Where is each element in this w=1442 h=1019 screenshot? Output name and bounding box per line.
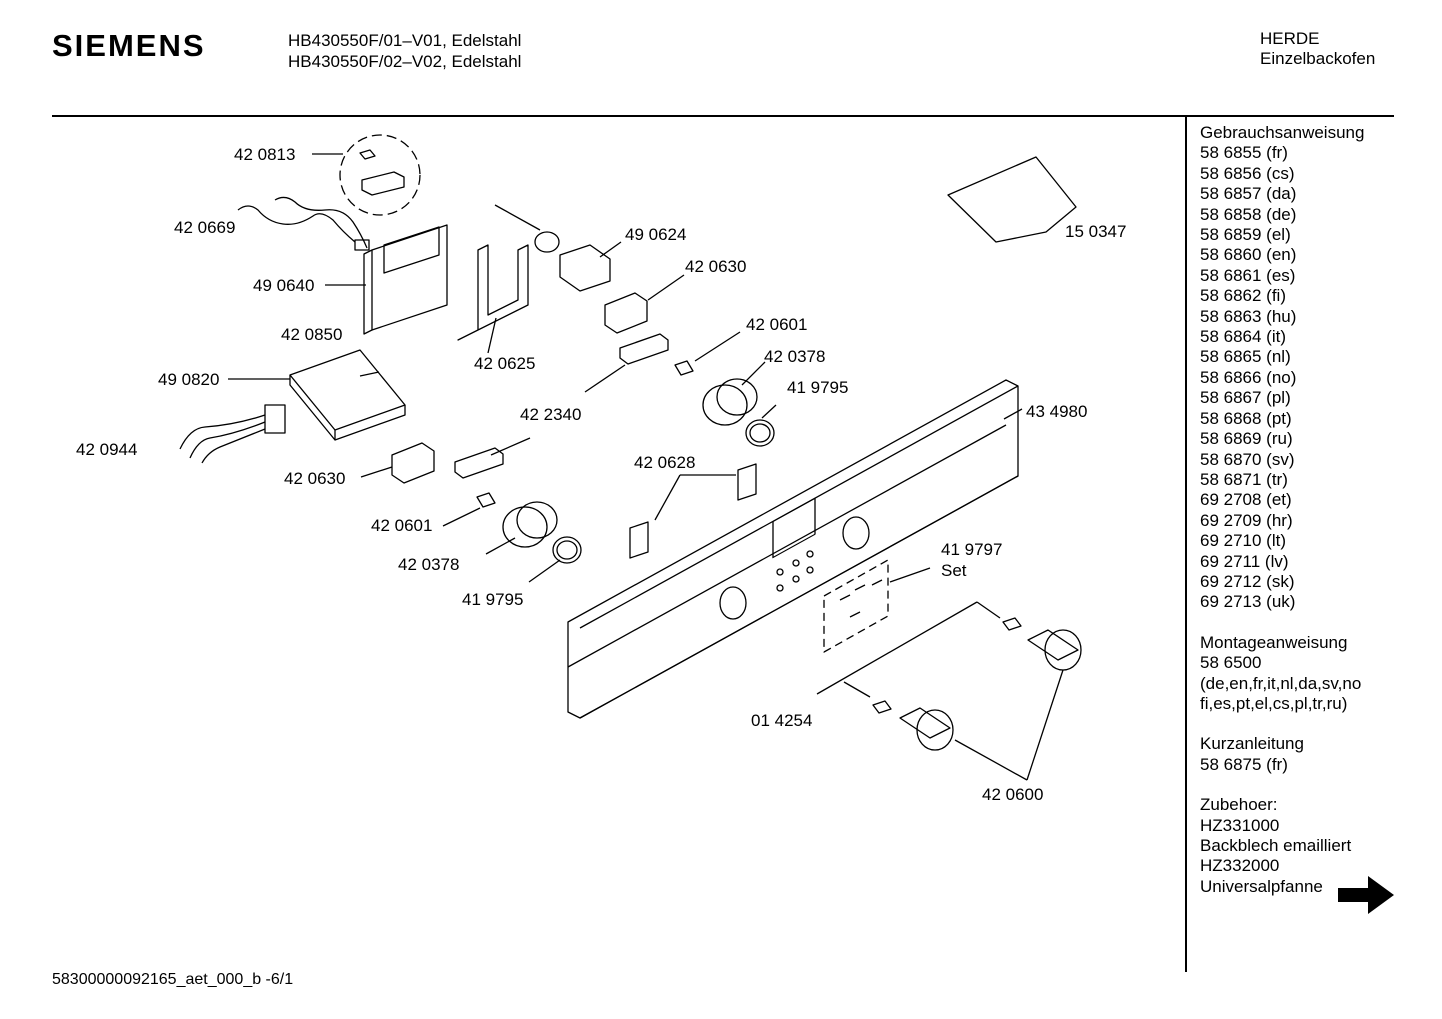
part-label-p2: 49 0640 <box>253 276 314 295</box>
manual-line: 58 6855 (fr) <box>1200 143 1288 163</box>
part-label-p14: 42 0601 <box>371 516 432 535</box>
part-label-p7: 42 0625 <box>474 354 535 373</box>
quickguide-heading: Kurzanleitung <box>1200 734 1304 754</box>
part-label-p23: 42 0600 <box>982 785 1043 804</box>
part-label-p4: 49 0820 <box>158 370 219 389</box>
document-list: Gebrauchsanweisung 58 6855 (fr) 58 6856 … <box>1200 123 1364 917</box>
installation-heading: Montageanweisung <box>1200 632 1348 652</box>
manual-line: 58 6858 (de) <box>1200 204 1297 224</box>
manual-line: 69 2712 (sk) <box>1200 571 1295 591</box>
manual-line: 69 2713 (uk) <box>1200 592 1296 612</box>
part-label-p16: 41 9795 <box>462 590 523 609</box>
manual-line: 69 2710 (lt) <box>1200 531 1286 551</box>
model-line-2: HB430550F/02–V02, Edelstahl <box>288 52 522 71</box>
part-label-p8: 49 0624 <box>625 225 686 244</box>
manual-line: 58 6860 (en) <box>1200 245 1297 265</box>
manual-line: 58 6859 (el) <box>1200 225 1291 245</box>
accessories-line: Universalpfanne <box>1200 876 1323 896</box>
manual-line: 58 6863 (hu) <box>1200 306 1297 326</box>
part-label-p11: 42 0378 <box>764 347 825 366</box>
category-line-1: HERDE <box>1260 29 1320 48</box>
installation-line: (de,en,fr,it,nl,da,sv,no <box>1200 673 1362 693</box>
model-line-1: HB430550F/01–V01, Edelstahl <box>288 31 522 50</box>
document-id: 58300000092165_aet_000_b -6/1 <box>52 971 294 988</box>
part-label-p17: 42 0628 <box>634 453 695 472</box>
accessories-line: HZ332000 <box>1200 856 1280 876</box>
header-divider <box>52 115 1394 117</box>
manual-line: 69 2711 (lv) <box>1200 551 1289 571</box>
manual-group: Gebrauchsanweisung 58 6855 (fr) 58 6856 … <box>1200 123 1364 613</box>
part-label-p1: 42 0669 <box>174 218 235 237</box>
manual-heading: Gebrauchsanweisung <box>1200 123 1365 142</box>
manual-line: 58 6856 (cs) <box>1200 163 1295 183</box>
manual-line: 58 6869 (ru) <box>1200 429 1293 449</box>
part-label-p15: 42 0378 <box>398 555 459 574</box>
part-label-p22: 01 4254 <box>751 711 812 730</box>
accessories-heading: Zubehoer: <box>1200 795 1278 815</box>
part-label-p13: 42 2340 <box>520 405 581 424</box>
installation-group: Montageanweisung 58 6500 (de,en,fr,it,nl… <box>1200 633 1364 715</box>
part-label-p6: 42 0630 <box>284 469 345 488</box>
quickguide-group: Kurzanleitung 58 6875 (fr) <box>1200 734 1364 775</box>
arrow-right-icon[interactable] <box>1338 876 1394 914</box>
manual-line: 58 6870 (sv) <box>1200 449 1295 469</box>
category-line-2: Einzelbackofen <box>1260 49 1376 68</box>
part-label-p18: 43 4980 <box>1026 402 1087 421</box>
manual-line: 58 6857 (da) <box>1200 184 1297 204</box>
leader-42-0850 <box>359 371 380 377</box>
manual-line: 58 6871 (tr) <box>1200 469 1288 489</box>
manual-line: 58 6866 (no) <box>1200 367 1297 387</box>
manual-line: 58 6862 (fi) <box>1200 286 1286 306</box>
part-label-p19: 41 9797 <box>941 540 1002 559</box>
part-label-p9: 42 0630 <box>685 257 746 276</box>
part-label-p12: 41 9795 <box>787 378 848 397</box>
part-label-p3: 42 0850 <box>281 325 342 344</box>
part-label-p21: 15 0347 <box>1065 222 1126 241</box>
manual-line: 58 6865 (nl) <box>1200 347 1291 367</box>
brand-logo: SIEMENS <box>52 28 206 63</box>
part-label-p0: 42 0813 <box>234 145 295 164</box>
sidebar-divider <box>1185 117 1187 972</box>
accessories-line: HZ331000 <box>1200 815 1280 835</box>
manual-line: 58 6868 (pt) <box>1200 408 1292 428</box>
manual-line: 58 6864 (it) <box>1200 327 1286 347</box>
part-label-p20: Set <box>941 561 967 580</box>
accessories-line: Backblech emailliert <box>1200 836 1352 855</box>
quickguide-line: 58 6875 (fr) <box>1200 754 1288 774</box>
manual-line: 58 6867 (pl) <box>1200 388 1291 408</box>
manual-line: 69 2708 (et) <box>1200 490 1292 510</box>
part-label-p10: 42 0601 <box>746 315 807 334</box>
installation-line: fi,es,pt,el,cs,pl,tr,ru) <box>1200 693 1348 713</box>
manual-line: 58 6861 (es) <box>1200 265 1296 285</box>
part-label-p5: 42 0944 <box>76 440 137 459</box>
manual-line: 69 2709 (hr) <box>1200 510 1293 530</box>
installation-line: 58 6500 <box>1200 653 1262 673</box>
accessories-group: Zubehoer: HZ331000 Backblech emailliert … <box>1200 795 1364 897</box>
